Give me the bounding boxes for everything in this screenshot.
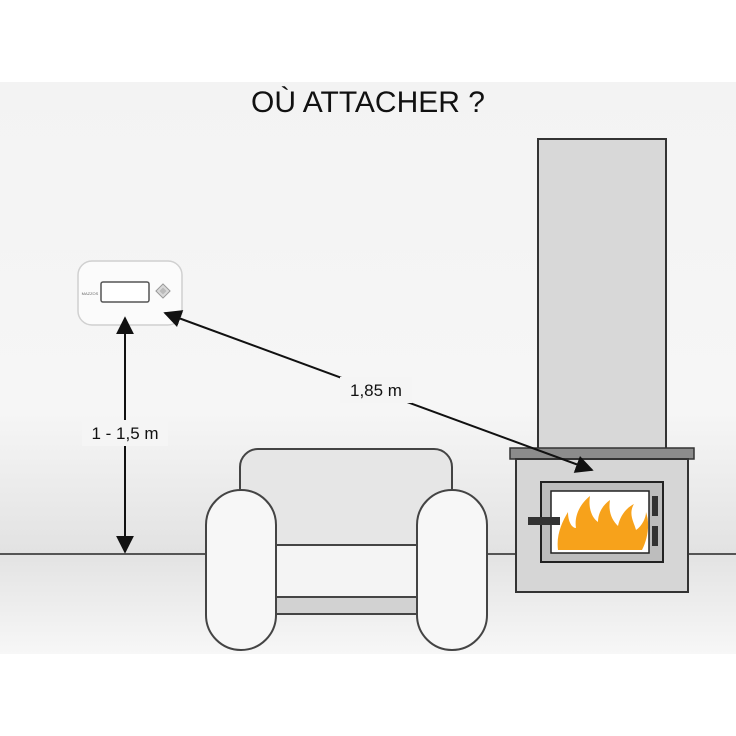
- chimney: [537, 138, 667, 450]
- armchair-arm-right: [416, 489, 488, 651]
- height-label: 1 - 1,5 m: [91, 424, 158, 443]
- page-title: OÙ ATTACHER ?: [251, 86, 485, 119]
- distance-label: 1,85 m: [350, 381, 402, 400]
- flame-icon: [557, 496, 649, 550]
- armchair-base: [267, 596, 425, 615]
- armchair-arm-left: [205, 489, 277, 651]
- armchair-seat: [267, 544, 425, 598]
- armchair: [205, 448, 488, 651]
- stove-hinge-bottom: [652, 526, 658, 546]
- detector-display: [100, 281, 150, 303]
- co-detector: MAZZOS: [77, 260, 183, 326]
- stove-handle: [528, 517, 560, 525]
- distance-label-bg: [340, 377, 412, 403]
- detector-brand: MAZZOS: [82, 291, 99, 296]
- height-label-bg: [82, 420, 168, 446]
- diamond-button-icon: [155, 283, 171, 299]
- stove-hinge-top: [652, 496, 658, 516]
